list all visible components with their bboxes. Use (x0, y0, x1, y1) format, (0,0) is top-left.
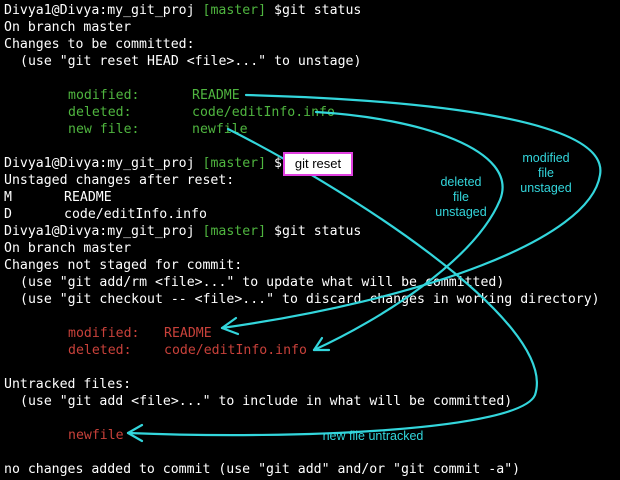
arrow-newfile (126, 127, 538, 437)
hint-line: (use "git reset HEAD <file>..." to unsta… (20, 54, 362, 69)
reset-entry: M README (4, 189, 112, 206)
entry-flag: D (4, 207, 12, 222)
command-text: git status (281, 3, 362, 18)
entry-file: code/editInfo.info (164, 343, 307, 358)
entry-file: README (192, 88, 240, 103)
prompt-branch: [master] (202, 3, 267, 18)
prompt-symbol: $ (274, 3, 282, 18)
output-line: On branch master (4, 20, 132, 35)
prompt-symbol: $ (274, 156, 282, 171)
git-reset-highlight: git reset (283, 152, 353, 176)
prompt-branch: [master] (202, 224, 267, 239)
entry-file: newfile (192, 122, 248, 137)
prompt-line: Divya1@Divya:my_git_proj [master] $git s… (4, 223, 361, 240)
output-line: Changes not staged for commit: (4, 258, 243, 273)
entry-file: README (164, 326, 212, 341)
prompt-user-host: Divya1@Divya:my_git_proj (4, 224, 195, 239)
command-text: git status (281, 224, 362, 239)
note-newfile: new file untracked (322, 429, 424, 443)
output-line: Unstaged changes after reset: (4, 173, 235, 188)
entry-file: README (64, 190, 112, 205)
prompt-user-host: Divya1@Divya:my_git_proj (4, 3, 195, 18)
entry-status: deleted: (68, 343, 132, 358)
note-deleted: deleted file unstaged (435, 175, 487, 219)
entry-status: modified: (68, 88, 140, 103)
note-modified: modified file unstaged (520, 151, 572, 195)
output-line: Changes to be committed: (4, 37, 195, 52)
entry-file: code/editInfo.info (64, 207, 207, 222)
output-line: no changes added to commit (use "git add… (4, 462, 521, 477)
prompt-line: Divya1@Divya:my_git_proj [master] $ (4, 155, 282, 172)
arrow-modified (220, 93, 602, 330)
output-line: On branch master (4, 241, 132, 256)
arrow-newfile-head (126, 423, 144, 443)
entry-status: deleted: (68, 105, 132, 120)
entry-status: new file: (68, 122, 140, 137)
output-line: Untracked files: (4, 377, 132, 392)
arrow-modified-head (220, 316, 240, 336)
prompt-symbol: $ (274, 224, 282, 239)
entry-file: newfile (68, 428, 124, 443)
entry-file: code/editInfo.info (192, 105, 335, 120)
arrow-deleted (312, 110, 504, 352)
entry-flag: M (4, 190, 12, 205)
entry-status: modified: (68, 326, 140, 341)
prompt-user-host: Divya1@Divya:my_git_proj (4, 156, 195, 171)
prompt-branch: [master] (202, 156, 267, 171)
prompt-line: Divya1@Divya:my_git_proj [master] $git s… (4, 2, 361, 19)
hint-line: (use "git add <file>..." to include in w… (20, 394, 513, 409)
arrow-deleted-head (312, 336, 331, 352)
